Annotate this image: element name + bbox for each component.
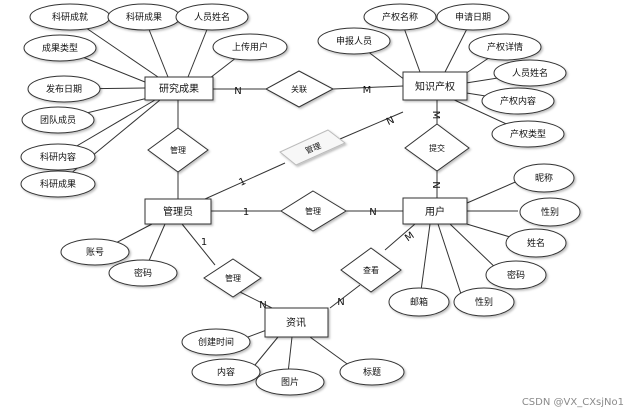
- attr-research-uploader-label: 上传用户: [232, 41, 268, 53]
- attr-user-gender-label: 性别: [541, 206, 559, 218]
- attr-news-content: 内容: [191, 358, 261, 386]
- attr-research-type-label: 成果类型: [42, 42, 78, 54]
- user-attributes: 昵称 性别 姓名 密码 邮箱 性别: [388, 163, 581, 317]
- entity-ip-label: 知识产权: [415, 80, 455, 93]
- attr-admin-account: 账号: [60, 238, 130, 266]
- relation-submit: 提交: [404, 123, 470, 172]
- attr-user-email: 邮箱: [388, 287, 450, 317]
- cardinality-n-admin-user: N: [369, 207, 376, 218]
- attr-news-title: 标题: [339, 358, 405, 386]
- attr-news-image-label: 图片: [281, 376, 299, 388]
- attr-ip-person-name: 人员姓名: [493, 59, 567, 87]
- attr-research-result: 科研成果: [107, 3, 181, 31]
- attr-ip-applicant-label: 申报人员: [336, 35, 372, 47]
- research-attributes: 科研成就 科研成果 人员姓名 成果类型 上传用户 发布日期 团队成员 科研内容: [20, 3, 288, 198]
- relation-view: 查看: [340, 247, 402, 293]
- cardinality-n-submit: N: [430, 181, 441, 188]
- cardinality-1-admin-ip: 1: [237, 176, 247, 189]
- attr-research-publish-date: 发布日期: [27, 75, 101, 103]
- attr-news-create-time: 创建时间: [181, 328, 251, 356]
- relation-submit-label: 提交: [429, 143, 445, 153]
- attr-ip-name-label: 产权名称: [382, 11, 418, 23]
- cardinality-n-link: N: [234, 86, 241, 97]
- entity-admin-label: 管理员: [163, 205, 193, 218]
- attr-research-publish-date-label: 发布日期: [46, 83, 82, 95]
- cardinality-n-news-admin: N: [259, 300, 266, 311]
- attr-news-image: 图片: [255, 368, 325, 396]
- attr-ip-type: 产权类型: [491, 120, 565, 148]
- relation-manage-research: 管理: [147, 127, 209, 173]
- attr-user-password: 密码: [485, 260, 547, 290]
- cardinality-labels: N M 1 N M N 1 N 1 N N M: [201, 85, 441, 311]
- attr-ip-detail-label: 产权详情: [487, 41, 523, 53]
- attr-ip-applicant: 申报人员: [317, 27, 391, 55]
- relation-manage-news-label: 管理: [225, 273, 241, 283]
- attr-ip-type-label: 产权类型: [510, 128, 546, 140]
- entity-news: 资讯: [264, 307, 329, 338]
- attr-research-achievement-label: 科研成就: [52, 11, 88, 23]
- entity-news-label: 资讯: [286, 317, 306, 329]
- ip-attributes: 产权名称 申请日期 申报人员 产权详情 人员姓名 产权内容 产权类型: [317, 3, 567, 148]
- attr-research-result-label: 科研成果: [126, 11, 162, 23]
- attr-research-content-label: 科研内容: [40, 151, 76, 163]
- attr-ip-content: 产权内容: [481, 87, 555, 115]
- attr-research-team: 团队成员: [21, 106, 95, 134]
- attr-user-gender-2: 性别: [453, 287, 515, 317]
- attr-user-gender-2-label: 性别: [475, 296, 493, 308]
- attr-research-team-label: 团队成员: [40, 114, 76, 126]
- attr-admin-password-label: 密码: [134, 267, 152, 279]
- entity-ip: 知识产权: [402, 71, 468, 101]
- attr-admin-password: 密码: [108, 259, 178, 287]
- attr-user-nickname: 昵称: [513, 163, 575, 193]
- cardinality-m-link: M: [363, 85, 372, 96]
- entity-user: 用户: [402, 197, 468, 225]
- attr-admin-account-label: 账号: [86, 247, 104, 258]
- attr-news-content-label: 内容: [217, 366, 235, 378]
- entity-user-label: 用户: [425, 205, 445, 218]
- relation-view-label: 查看: [363, 265, 379, 275]
- attr-ip-apply-date: 申请日期: [436, 3, 510, 31]
- cardinality-1-admin-user: 1: [243, 207, 249, 218]
- attr-research-result-2-label: 科研成果: [40, 178, 76, 190]
- attr-user-email-label: 邮箱: [410, 296, 428, 308]
- attr-ip-content-label: 产权内容: [500, 95, 536, 107]
- entity-research: 研究成果: [144, 76, 214, 101]
- attr-user-name-label: 姓名: [527, 237, 545, 249]
- relation-manage-research-label: 管理: [170, 145, 186, 155]
- attr-user-name: 姓名: [505, 228, 567, 258]
- attr-research-type: 成果类型: [23, 34, 97, 62]
- attr-ip-name: 产权名称: [363, 3, 437, 31]
- attr-research-achievement: 科研成就: [29, 3, 111, 31]
- relation-manage-user-label: 管理: [305, 206, 321, 216]
- attr-user-gender: 性别: [519, 197, 581, 227]
- attr-research-person-name-label: 人员姓名: [194, 11, 230, 23]
- relation-link: 关联: [264, 70, 335, 108]
- relation-manage-news: 管理: [203, 258, 262, 298]
- attr-ip-apply-date-label: 申请日期: [455, 11, 491, 23]
- news-attributes: 创建时间 内容 图片 标题: [181, 328, 405, 396]
- cardinality-1-admin-news: 1: [201, 237, 207, 248]
- cardinality-n-admin-ip: N: [385, 115, 396, 128]
- attr-news-create-time-label: 创建时间: [198, 336, 234, 348]
- entity-research-label: 研究成果: [159, 82, 199, 95]
- attr-ip-detail: 产权详情: [468, 33, 542, 61]
- relation-manage-ip: 管理: [279, 129, 346, 166]
- cardinality-m-submit: M: [430, 111, 441, 120]
- attr-news-title-label: 标题: [363, 366, 381, 378]
- entity-admin: 管理员: [144, 198, 212, 225]
- relation-manage-user: 管理: [280, 190, 347, 232]
- attr-user-nickname-label: 昵称: [535, 172, 553, 184]
- attr-research-uploader: 上传用户: [212, 33, 288, 61]
- attr-research-result-2: 科研成果: [20, 170, 96, 198]
- attr-ip-person-name-label: 人员姓名: [512, 67, 548, 79]
- attr-research-content: 科研内容: [20, 143, 96, 171]
- relation-link-label: 关联: [291, 84, 307, 94]
- cardinality-n-news-view: N: [337, 297, 344, 308]
- attr-user-password-label: 密码: [507, 269, 525, 281]
- attr-research-person-name: 人员姓名: [175, 3, 249, 31]
- admin-attributes: 账号 密码: [60, 238, 178, 287]
- watermark: CSDN @VX_CXsjNo1: [522, 397, 624, 408]
